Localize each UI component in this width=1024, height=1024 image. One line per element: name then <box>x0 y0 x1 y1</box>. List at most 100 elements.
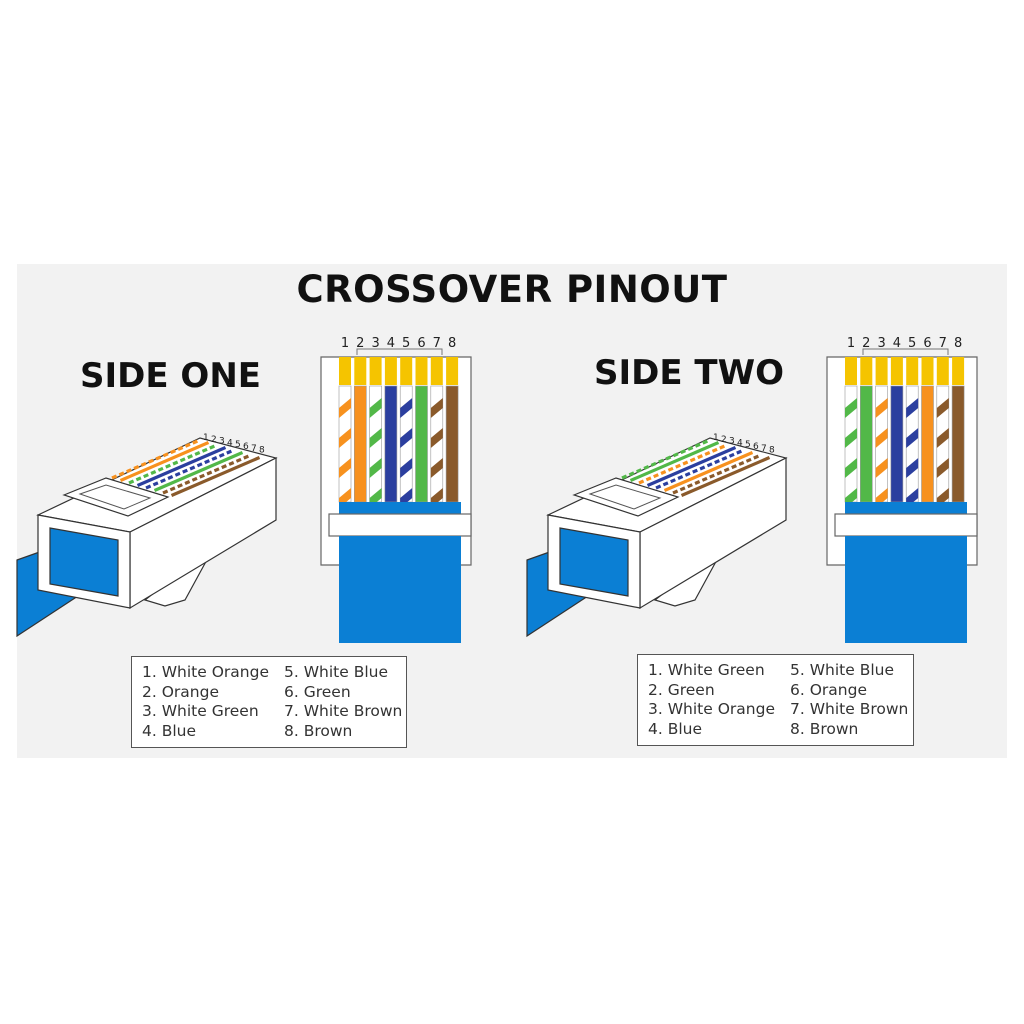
wire-pin-5 <box>399 385 413 508</box>
legend-item: 2. Orange <box>142 682 219 701</box>
pin-number-label: 8 <box>954 336 962 351</box>
pin-number-label: 4 <box>893 336 901 351</box>
legend-item: 8. Brown <box>790 719 859 738</box>
plug-top-tab-inner <box>588 484 662 510</box>
legend-item: 4. Blue <box>648 719 703 738</box>
plug-wire-4 <box>136 446 227 487</box>
wire-pin-8 <box>445 385 459 503</box>
plug-wire-2 <box>119 441 210 482</box>
pin-number-label: 3 <box>877 336 885 351</box>
legend-item: 5. White Blue <box>284 663 389 681</box>
pin-number-label: 1 <box>847 336 855 351</box>
wire-pin-6 <box>921 385 934 503</box>
jacket-top <box>339 502 461 514</box>
wire-pin-1 <box>338 385 352 508</box>
pin-number-label: 8 <box>448 336 456 351</box>
side-one-legend: 1. White Orange 2. Orange 3. White Green… <box>131 656 407 748</box>
legend-item: 7. White Brown <box>284 702 403 721</box>
gold-contact <box>890 357 903 385</box>
pin-number-label: 5 <box>908 336 916 351</box>
plug-wire-8 <box>170 456 261 497</box>
pin-number-label: 4 <box>227 438 233 448</box>
legend-item: 1. White Orange <box>142 663 269 681</box>
wire-pin-5 <box>905 385 919 508</box>
wire-pin-4 <box>890 385 904 503</box>
pin-number-label: 8 <box>259 446 265 456</box>
pin-number-label: 1 <box>341 336 349 351</box>
legend-item: 5. White Blue <box>790 661 895 679</box>
pin-number-label: 7 <box>761 444 767 454</box>
legend-item: 4. Blue <box>142 721 197 740</box>
legend-item: 3. White Green <box>142 702 259 721</box>
gold-contact <box>415 357 428 385</box>
plug-wire-6 <box>153 451 244 492</box>
wire-pin-8 <box>951 385 965 503</box>
plug-wire-8 <box>680 456 771 497</box>
plug-wire-6 <box>663 451 754 492</box>
side-two-legend: 1. White Green 2. Green 3. White Orange … <box>637 654 914 746</box>
cable-jacket <box>845 536 967 643</box>
legend-item: 7. White Brown <box>790 700 909 719</box>
pin-number-label: 3 <box>371 336 379 351</box>
side-two-title: SIDE TWO <box>594 353 785 393</box>
pin-number-label: 5 <box>745 440 751 450</box>
pin-number-label: 5 <box>235 440 241 450</box>
pin-number-label: 1 <box>713 433 719 443</box>
gold-contact <box>384 357 397 385</box>
wire-pin-2 <box>859 385 873 503</box>
gold-contact <box>906 357 919 385</box>
pin-number-label: 3 <box>219 437 225 447</box>
legend-item: 2. Green <box>648 680 715 699</box>
jacket-top <box>845 502 967 514</box>
pin-number-label: 7 <box>939 336 947 351</box>
pin-number-label: 2 <box>211 435 217 445</box>
pin-number-label: 1 <box>203 433 209 443</box>
pin-bracket <box>356 348 443 355</box>
gold-contact <box>400 357 413 385</box>
wire-pin-4 <box>384 385 398 503</box>
pin-bracket <box>862 348 949 355</box>
legend-item: 1. White Green <box>648 661 765 679</box>
pin-number-label: 2 <box>721 435 727 445</box>
gold-contact <box>430 357 443 385</box>
pin-number-label: 7 <box>251 444 257 454</box>
cable-jacket <box>339 536 461 643</box>
cable-opening <box>49 527 119 597</box>
plug-wire-2 <box>629 441 720 482</box>
strain-relief-bar <box>328 513 472 537</box>
pin-number-label: 4 <box>737 438 743 448</box>
gold-contact <box>921 357 934 385</box>
pin-number-label: 2 <box>356 336 364 351</box>
gold-contact <box>446 357 459 385</box>
gold-contact <box>860 357 873 385</box>
wire-pin-7 <box>936 385 950 508</box>
wire-pin-3 <box>875 385 888 508</box>
pin-number-label: 8 <box>769 446 775 456</box>
cable-opening <box>559 527 629 597</box>
pin-number-label: 6 <box>417 336 425 351</box>
wire-pin-6 <box>415 385 428 503</box>
legend-item: 8. Brown <box>284 721 353 740</box>
legend-item: 6. Green <box>284 682 351 701</box>
gold-contact <box>339 357 351 385</box>
gold-contact <box>845 357 857 385</box>
legend-item: 6. Orange <box>790 680 867 699</box>
pin-number-label: 2 <box>862 336 870 351</box>
wire-pin-2 <box>353 385 367 503</box>
pin-number-label: 6 <box>753 442 759 452</box>
strain-relief-bar <box>834 513 978 537</box>
side-one-title: SIDE ONE <box>80 356 262 396</box>
gold-contact <box>936 357 949 385</box>
wire-pin-3 <box>369 385 382 508</box>
pin-number-label: 4 <box>387 336 395 351</box>
pin-number-label: 6 <box>923 336 931 351</box>
gold-contact <box>354 357 367 385</box>
plug-wire-4 <box>646 446 737 487</box>
gold-contact <box>369 357 382 385</box>
pin-number-label: 3 <box>729 437 735 447</box>
